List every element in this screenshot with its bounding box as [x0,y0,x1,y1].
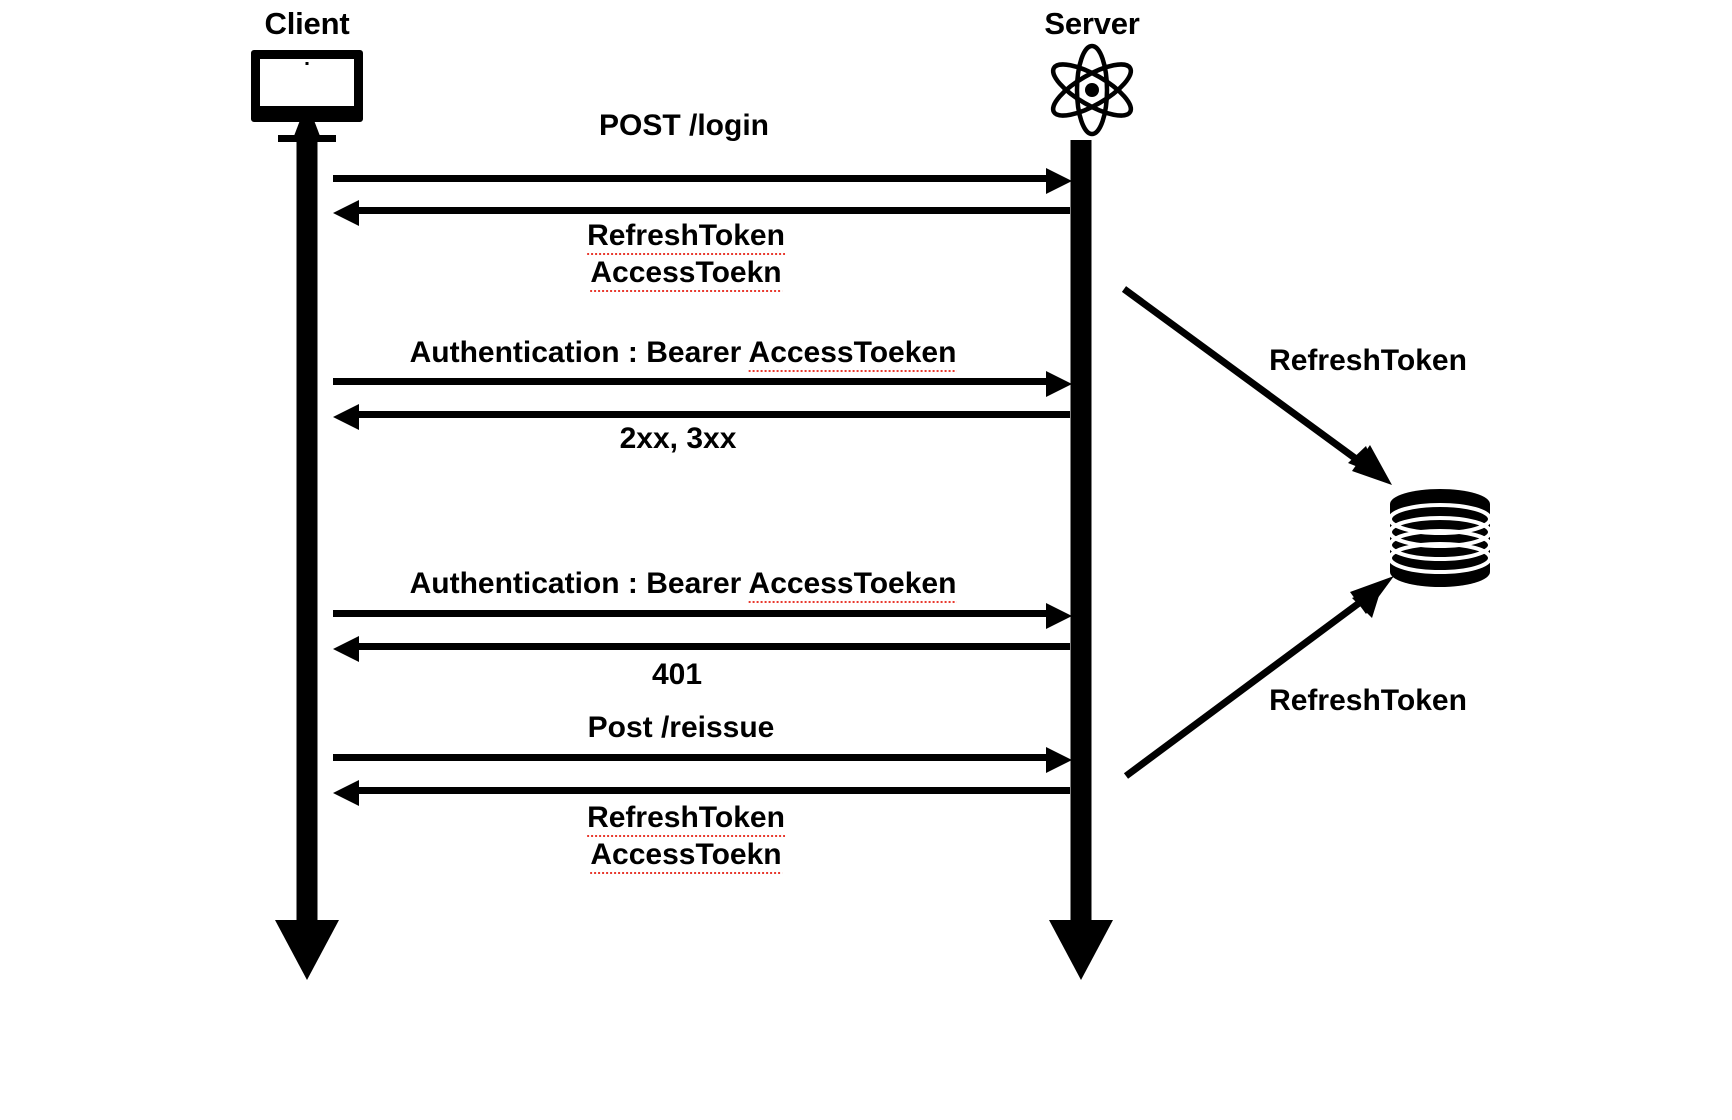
message-line-post-login [333,175,1048,182]
message-label-refreshtoken-1: RefreshToken [587,219,785,255]
atom-icon [1042,42,1142,138]
diagonal-label-verify-refreshtoken: RefreshToken [1269,684,1467,717]
monitor-screen [251,50,363,122]
database-icon [1388,488,1493,588]
message-label-auth-header-1-text: Authentication : Bearer AccessToeken [410,336,957,372]
message-arrowhead-success [333,404,359,430]
lifeline-client-arrowhead [275,920,339,980]
message-label-tokens-issued: RefreshToken AccessToekn [587,218,785,292]
lifeline-server-arrowhead [1049,920,1113,980]
message-label-auth-header-2-text: Authentication : Bearer AccessToeken [410,567,957,603]
message-arrowhead-post-reissue [1046,747,1072,773]
message-line-auth-header-2 [333,610,1048,617]
message-arrowhead-tokens-issued [333,200,359,226]
message-line-post-reissue [333,754,1048,761]
monitor-neck [294,121,320,136]
message-arrowhead-unauthorized [333,636,359,662]
monitor-camera-dot [305,62,309,65]
message-line-tokens-issued [345,207,1070,214]
lifeline-server [1070,140,1092,925]
diagonal-label-store-refreshtoken: RefreshToken [1269,344,1467,377]
message-label-tokens-reissued: RefreshToken AccessToekn [587,800,785,874]
diagonal-arrow-store-refreshtoken [1120,285,1420,510]
message-label-auth-header-2-text-misspelled-word: AccessToeken [748,567,957,603]
message-label-unauthorized: 401 [651,658,703,691]
diagonal-arrow-verify-refreshtoken [1120,560,1420,782]
message-arrowhead-auth-header-2 [1046,603,1072,629]
message-label-accesstoekn-2: AccessToekn [590,837,782,874]
message-label-accesstoekn-1: AccessToekn [590,255,782,292]
actor-label-client: Client [264,6,350,41]
message-line-success [345,411,1070,418]
message-label-auth-header-2: Authentication : Bearer AccessToeken [410,566,957,603]
message-label-auth-header-1: Authentication : Bearer AccessToeken [410,335,957,372]
message-line-auth-header-1 [333,378,1048,385]
message-arrowhead-auth-header-1 [1046,371,1072,397]
monitor-base [278,135,336,142]
message-label-success: 2xx, 3xx [619,422,737,455]
actor-label-server: Server [1044,6,1140,41]
lifeline-client [296,140,318,925]
message-label-post-reissue: Post /reissue [587,711,775,744]
message-label-auth-header-1-text-misspelled-word: AccessToeken [748,336,957,372]
message-line-tokens-reissued [345,787,1070,794]
message-label-post-login: POST /login [599,109,769,142]
message-arrowhead-post-login [1046,168,1072,194]
message-line-unauthorized [345,643,1070,650]
message-arrowhead-tokens-reissued [333,780,359,806]
monitor-icon [251,50,363,145]
message-label-refreshtoken-2: RefreshToken [587,801,785,837]
